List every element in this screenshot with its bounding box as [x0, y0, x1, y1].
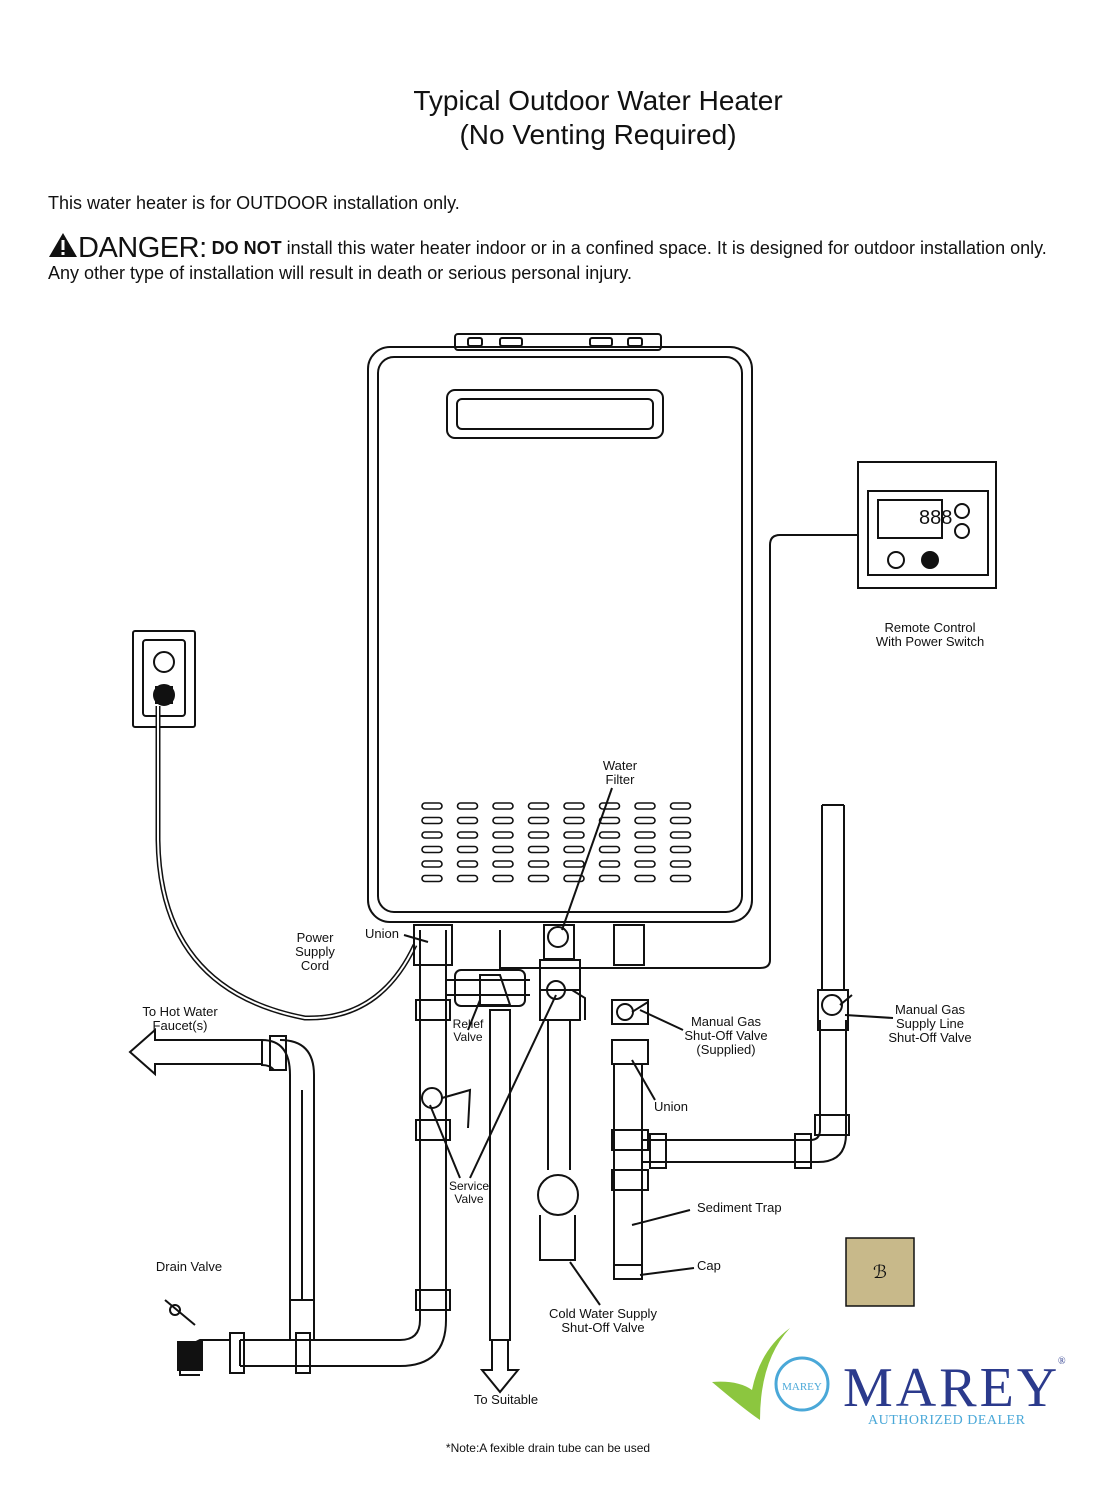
- label-gas-supply-2: Supply Line: [896, 1016, 964, 1031]
- vent-slot: [563, 831, 585, 839]
- label-water-filter-2: Filter: [606, 772, 636, 787]
- vent-slot: [598, 874, 621, 883]
- brand-registered: ®: [1058, 1356, 1066, 1367]
- label-gas-valve-2: Shut-Off Valve: [684, 1028, 767, 1043]
- vent-grille: [421, 802, 692, 883]
- dealer-badge: ℬ: [845, 1237, 915, 1307]
- vent-slot: [634, 802, 656, 810]
- vent-slot: [456, 860, 479, 868]
- remote-display: 888: [919, 507, 952, 529]
- label-remote-control-2: With Power Switch: [876, 634, 984, 649]
- vent-slot: [598, 860, 621, 868]
- vent-slot: [527, 802, 550, 810]
- vent-slot: [669, 860, 692, 868]
- brand-name: MAREY: [843, 1357, 1060, 1419]
- vent-slot: [421, 816, 443, 825]
- label-service-valve: Service: [449, 1179, 489, 1193]
- vent-slot: [421, 845, 443, 854]
- vent-slot: [421, 831, 443, 839]
- label-cap: Cap: [697, 1258, 721, 1273]
- label-cold-water: Cold Water Supply: [549, 1306, 657, 1321]
- vent-slot: [598, 831, 621, 839]
- label-union-bottom: Union: [654, 1099, 688, 1114]
- vent-slot: [563, 874, 585, 883]
- vent-slot: [527, 816, 550, 825]
- vent-slot: [456, 831, 479, 839]
- vent-slot: [456, 845, 479, 854]
- svg-text:MAREY: MAREY: [782, 1381, 822, 1393]
- vent-slot: [634, 874, 656, 883]
- water-heater-unit: [367, 333, 753, 923]
- intro-text: This water heater is for OUTDOOR install…: [48, 193, 460, 213]
- vent-slot: [527, 845, 550, 854]
- vent-slot: [563, 860, 585, 868]
- vent-slot: [563, 816, 585, 825]
- vent-slot: [492, 831, 514, 839]
- danger-do-not: DO NOT: [211, 238, 282, 258]
- power-outlet: [132, 630, 196, 728]
- svg-text:ℬ: ℬ: [873, 1262, 887, 1282]
- label-gas-supply-3: Shut-Off Valve: [888, 1030, 971, 1045]
- label-service-valve-2: Valve: [454, 1192, 483, 1206]
- label-power-supply: Power: [297, 930, 335, 945]
- vent-slot: [563, 802, 585, 810]
- vent-slot: [456, 874, 479, 883]
- warning-icon: [49, 233, 77, 257]
- vent-slot: [492, 802, 514, 810]
- danger-word: DANGER:: [78, 232, 207, 264]
- label-hot-water-2: Faucet(s): [153, 1018, 208, 1033]
- vent-slot: [669, 831, 692, 839]
- vent-slot: [598, 802, 621, 810]
- vent-slot: [527, 860, 550, 868]
- vent-slot: [527, 874, 550, 883]
- label-water-filter: Water: [603, 758, 638, 773]
- remote-control: [857, 461, 997, 589]
- vent-slot: [634, 816, 656, 825]
- vent-slot: [669, 816, 692, 825]
- label-sediment-trap: Sediment Trap: [697, 1200, 782, 1215]
- label-gas-supply: Manual Gas: [895, 1002, 966, 1017]
- vent-slot: [563, 845, 585, 854]
- page-title: Typical Outdoor Water Heater: [413, 85, 783, 116]
- vent-slot: [634, 860, 656, 868]
- label-gas-valve-3: (Supplied): [696, 1042, 755, 1057]
- danger-text: install this water heater indoor or in a…: [48, 238, 1047, 283]
- vent-slot: [669, 845, 692, 854]
- vent-slot: [421, 860, 443, 868]
- footnote: *Note:A fexible drain tube can be used: [446, 1441, 650, 1455]
- vent-slot: [598, 816, 621, 825]
- label-union-top: Union: [365, 926, 399, 941]
- label-hot-water: To Hot Water: [142, 1004, 218, 1019]
- label-relief-valve-2: Valve: [453, 1030, 482, 1044]
- vent-slot: [421, 874, 443, 883]
- label-power-supply-2: Supply: [295, 944, 335, 959]
- vent-slot: [669, 802, 692, 810]
- marey-logo: MAREY MAREY ® AUTHORIZED DEALER: [712, 1328, 1066, 1428]
- label-power-supply-3: Cord: [301, 958, 329, 973]
- vent-slot: [634, 831, 656, 839]
- label-to-suitable: To Suitable: [474, 1392, 538, 1407]
- label-remote-control: Remote Control: [884, 620, 975, 635]
- vent-slot: [456, 802, 479, 810]
- vent-slot: [492, 816, 514, 825]
- vent-slot: [527, 831, 550, 839]
- label-relief-valve: Relief: [453, 1017, 484, 1031]
- vent-slot: [421, 802, 443, 810]
- label-drain-valve: Drain Valve: [156, 1259, 222, 1274]
- page-subtitle: (No Venting Required): [459, 119, 737, 150]
- label-cold-water-2: Shut-Off Valve: [561, 1320, 644, 1335]
- vent-slot: [669, 874, 692, 883]
- label-gas-valve: Manual Gas: [691, 1014, 762, 1029]
- vent-slot: [492, 860, 514, 868]
- vent-slot: [598, 845, 621, 854]
- brand-subtitle: AUTHORIZED DEALER: [868, 1413, 1026, 1428]
- vent-slot: [492, 845, 514, 854]
- danger-notice: DANGER: DO NOT install this water heater…: [48, 232, 1068, 286]
- vent-slot: [492, 874, 514, 883]
- vent-slot: [456, 816, 479, 825]
- vent-slot: [634, 845, 656, 854]
